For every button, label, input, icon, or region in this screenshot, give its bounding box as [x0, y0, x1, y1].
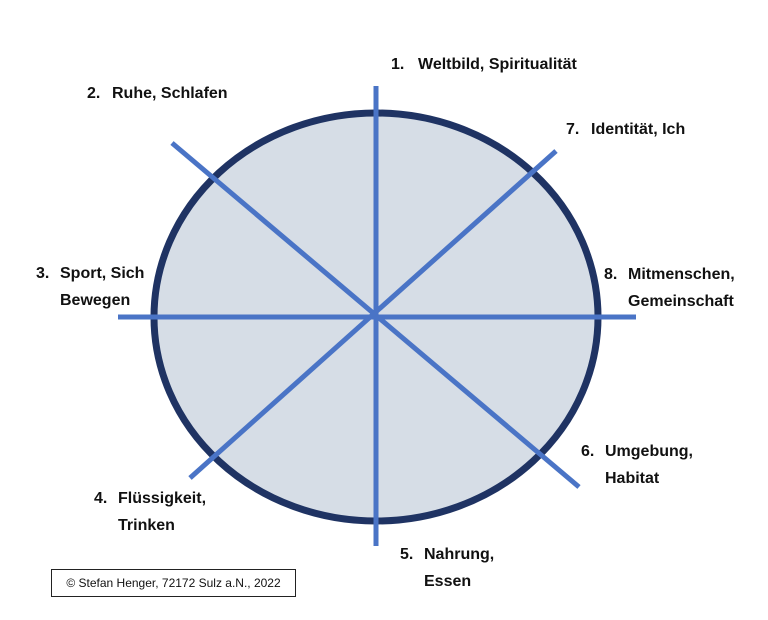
label-text: Gemeinschaft [628, 293, 734, 310]
label-text: Bewegen [60, 292, 131, 309]
label-text: Essen [424, 573, 472, 590]
label-number: 7. [566, 121, 580, 138]
label-text: Nahrung, [424, 546, 495, 563]
label-number: 4. [94, 490, 108, 507]
label-text: Identität, Ich [591, 121, 686, 138]
label-text: Ruhe, Schlafen [112, 85, 228, 102]
spoke-diagonal-up [188, 149, 558, 480]
label-ruhe: 2. Ruhe, Schlafen [87, 80, 228, 107]
label-text: Trinken [118, 517, 175, 534]
label-fluessigkeit: 4. Flüssigkeit, Trinken [94, 485, 206, 539]
label-text: Habitat [605, 470, 660, 487]
label-mitmenschen: 8. Mitmenschen, Gemeinschaft [604, 261, 735, 315]
copyright-notice: © Stefan Henger, 72172 Sulz a.N., 2022 [51, 569, 296, 597]
label-number: 8. [604, 266, 618, 283]
label-identitaet: 7. Identität, Ich [566, 116, 685, 143]
label-text: Mitmenschen, [628, 266, 735, 283]
label-text: Weltbild, Spiritualität [418, 56, 577, 73]
label-text: Umgebung, [605, 443, 693, 460]
label-umgebung: 6. Umgebung, Habitat [581, 438, 693, 492]
label-number: 5. [400, 546, 414, 563]
label-number: 6. [581, 443, 595, 460]
label-text: Sport, Sich [60, 265, 145, 282]
label-weltbild: 1. Weltbild, Spiritualität [391, 51, 577, 78]
label-number: 2. [87, 85, 101, 102]
label-nahrung: 5. Nahrung, Essen [400, 541, 494, 595]
label-number: 3. [36, 265, 50, 282]
label-number: 1. [391, 56, 405, 73]
label-text: Flüssigkeit, [118, 490, 207, 507]
